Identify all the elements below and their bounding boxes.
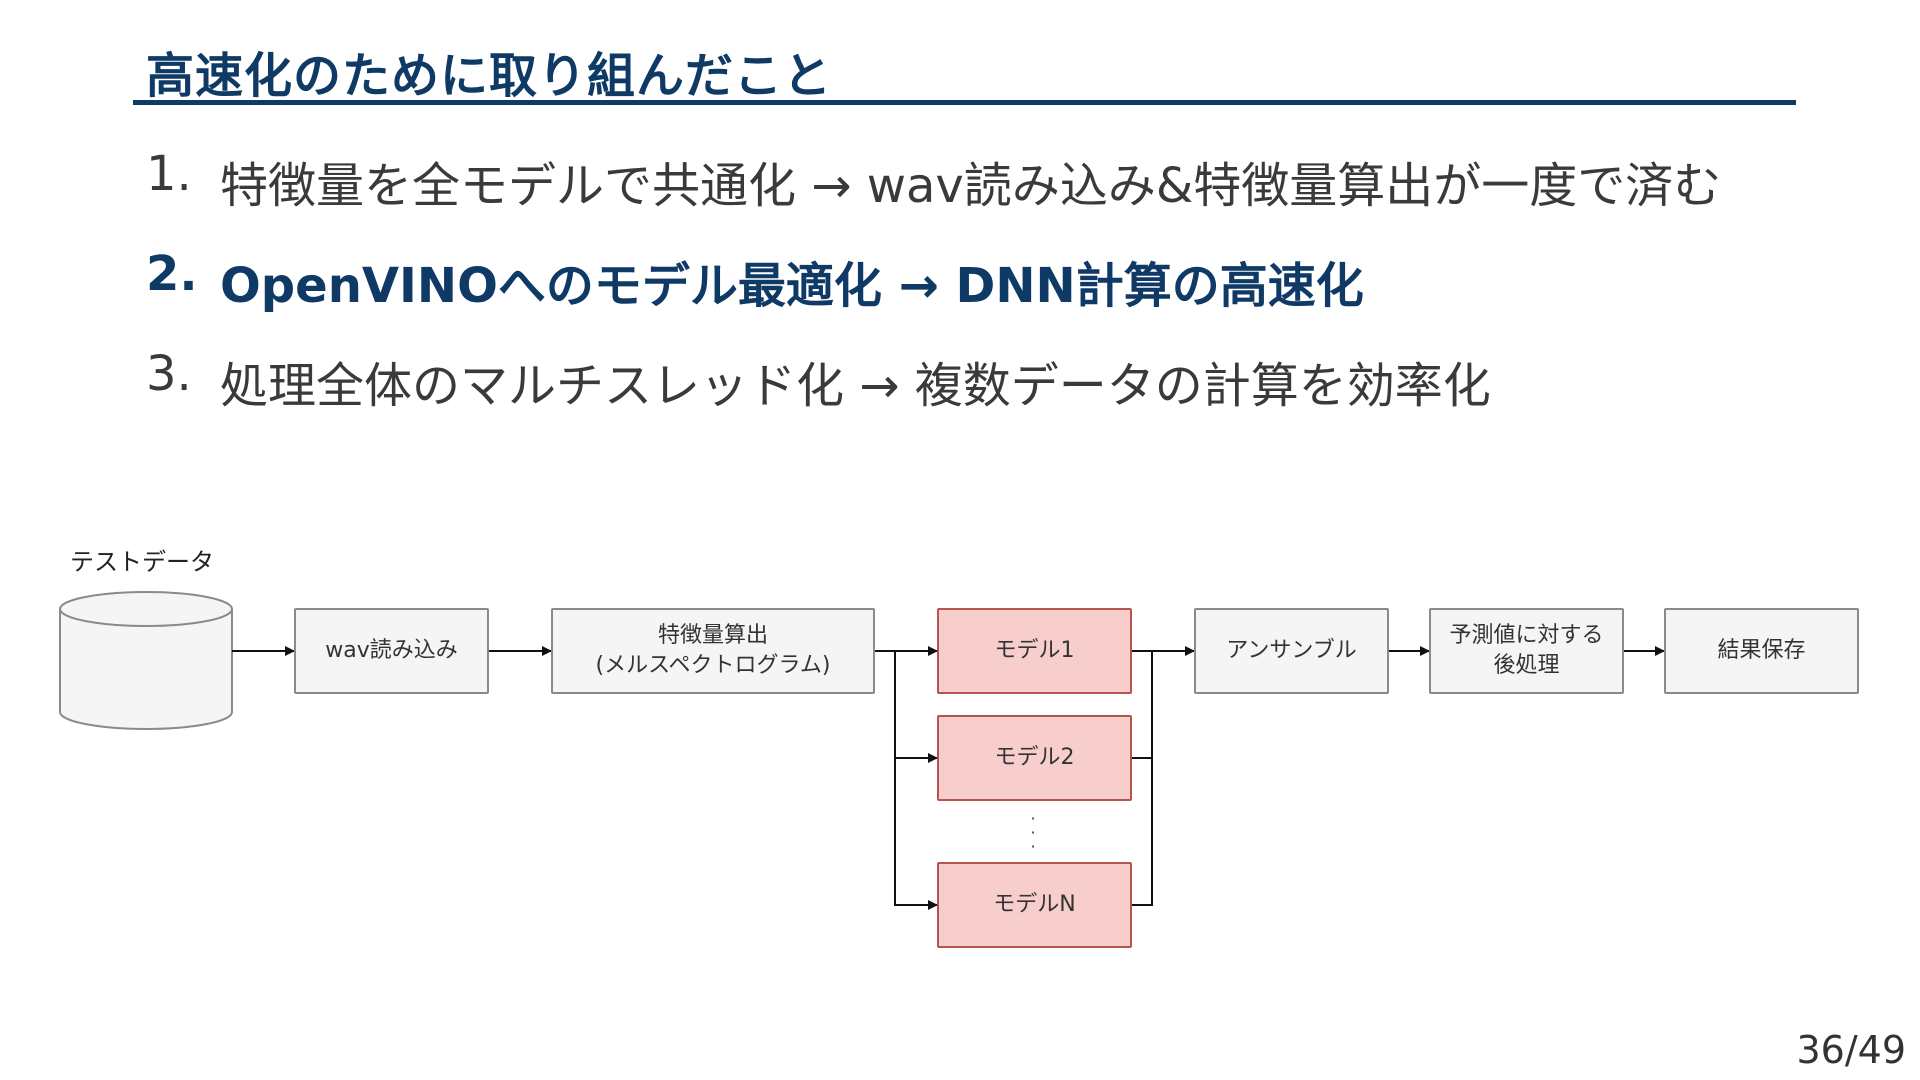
model-1-box: モデル1	[937, 608, 1132, 694]
postprocess-label-line2: 後処理	[1493, 653, 1560, 678]
feature-label-line2: (メルスペクトログラム)	[595, 653, 831, 678]
page-number: 36/49	[1796, 1028, 1906, 1072]
save-results-box: 結果保存	[1664, 608, 1859, 694]
model-n-box: モデルN	[937, 862, 1132, 948]
database-cylinder	[59, 591, 233, 730]
diagram-connectors	[59, 591, 1665, 910]
postprocess-box: 予測値に対する 後処理	[1429, 608, 1624, 694]
slide-title: 高速化のために取り組んだこと	[146, 48, 833, 104]
point-2: 2. OpenVINOへのモデル最適化 → DNN計算の高速化	[146, 246, 1721, 346]
point-3-number: 3.	[146, 346, 192, 402]
pipeline-diagram: テストデータ wav読み込み 特徴量算出 (メルスペクトログラム) モデル1 モ…	[0, 520, 1920, 970]
model-2-label: モデル2	[994, 745, 1075, 770]
point-1: 1. 特徴量を全モデルで共通化 → wav読み込み&特徴量算出が一度で済む	[146, 146, 1721, 246]
point-1-number: 1.	[146, 146, 192, 202]
postprocess-label-line1: 予測値に対する	[1449, 623, 1604, 648]
save-results-label: 結果保存	[1717, 638, 1806, 663]
point-2-number: 2.	[146, 246, 198, 302]
ensemble-box: アンサンブル	[1194, 608, 1389, 694]
arrow-feature-to-model2	[894, 651, 938, 763]
database-label: テストデータ	[70, 548, 214, 576]
feature-label-line1: 特徴量算出	[657, 623, 768, 648]
arrow-feature-to-modelN	[894, 758, 938, 910]
point-list: 1. 特徴量を全モデルで共通化 → wav読み込み&特徴量算出が一度で済む 2.…	[146, 146, 1721, 446]
point-3: 3. 処理全体のマルチスレッド化 → 複数データの計算を効率化	[146, 346, 1721, 446]
ensemble-label: アンサンブル	[1226, 638, 1357, 663]
wav-read-label: wav読み込み	[325, 638, 458, 663]
line-modelN-merge	[1132, 758, 1153, 906]
point-1-text: 特徴量を全モデルで共通化 → wav読み込み&特徴量算出が一度で済む	[220, 158, 1722, 214]
point-3-text: 処理全体のマルチスレッド化 → 複数データの計算を効率化	[220, 358, 1491, 414]
wav-read-box: wav読み込み	[294, 608, 489, 694]
model-n-label: モデルN	[993, 892, 1076, 917]
model-1-label: モデル1	[994, 638, 1075, 663]
line-model2-merge	[1132, 651, 1153, 759]
point-2-text: OpenVINOへのモデル最適化 → DNN計算の高速化	[220, 258, 1364, 314]
title-underline	[133, 100, 1796, 105]
model-2-box: モデル2	[937, 715, 1132, 801]
vertical-ellipsis: ···	[1030, 809, 1036, 856]
feature-extraction-box: 特徴量算出 (メルスペクトログラム)	[551, 608, 875, 694]
